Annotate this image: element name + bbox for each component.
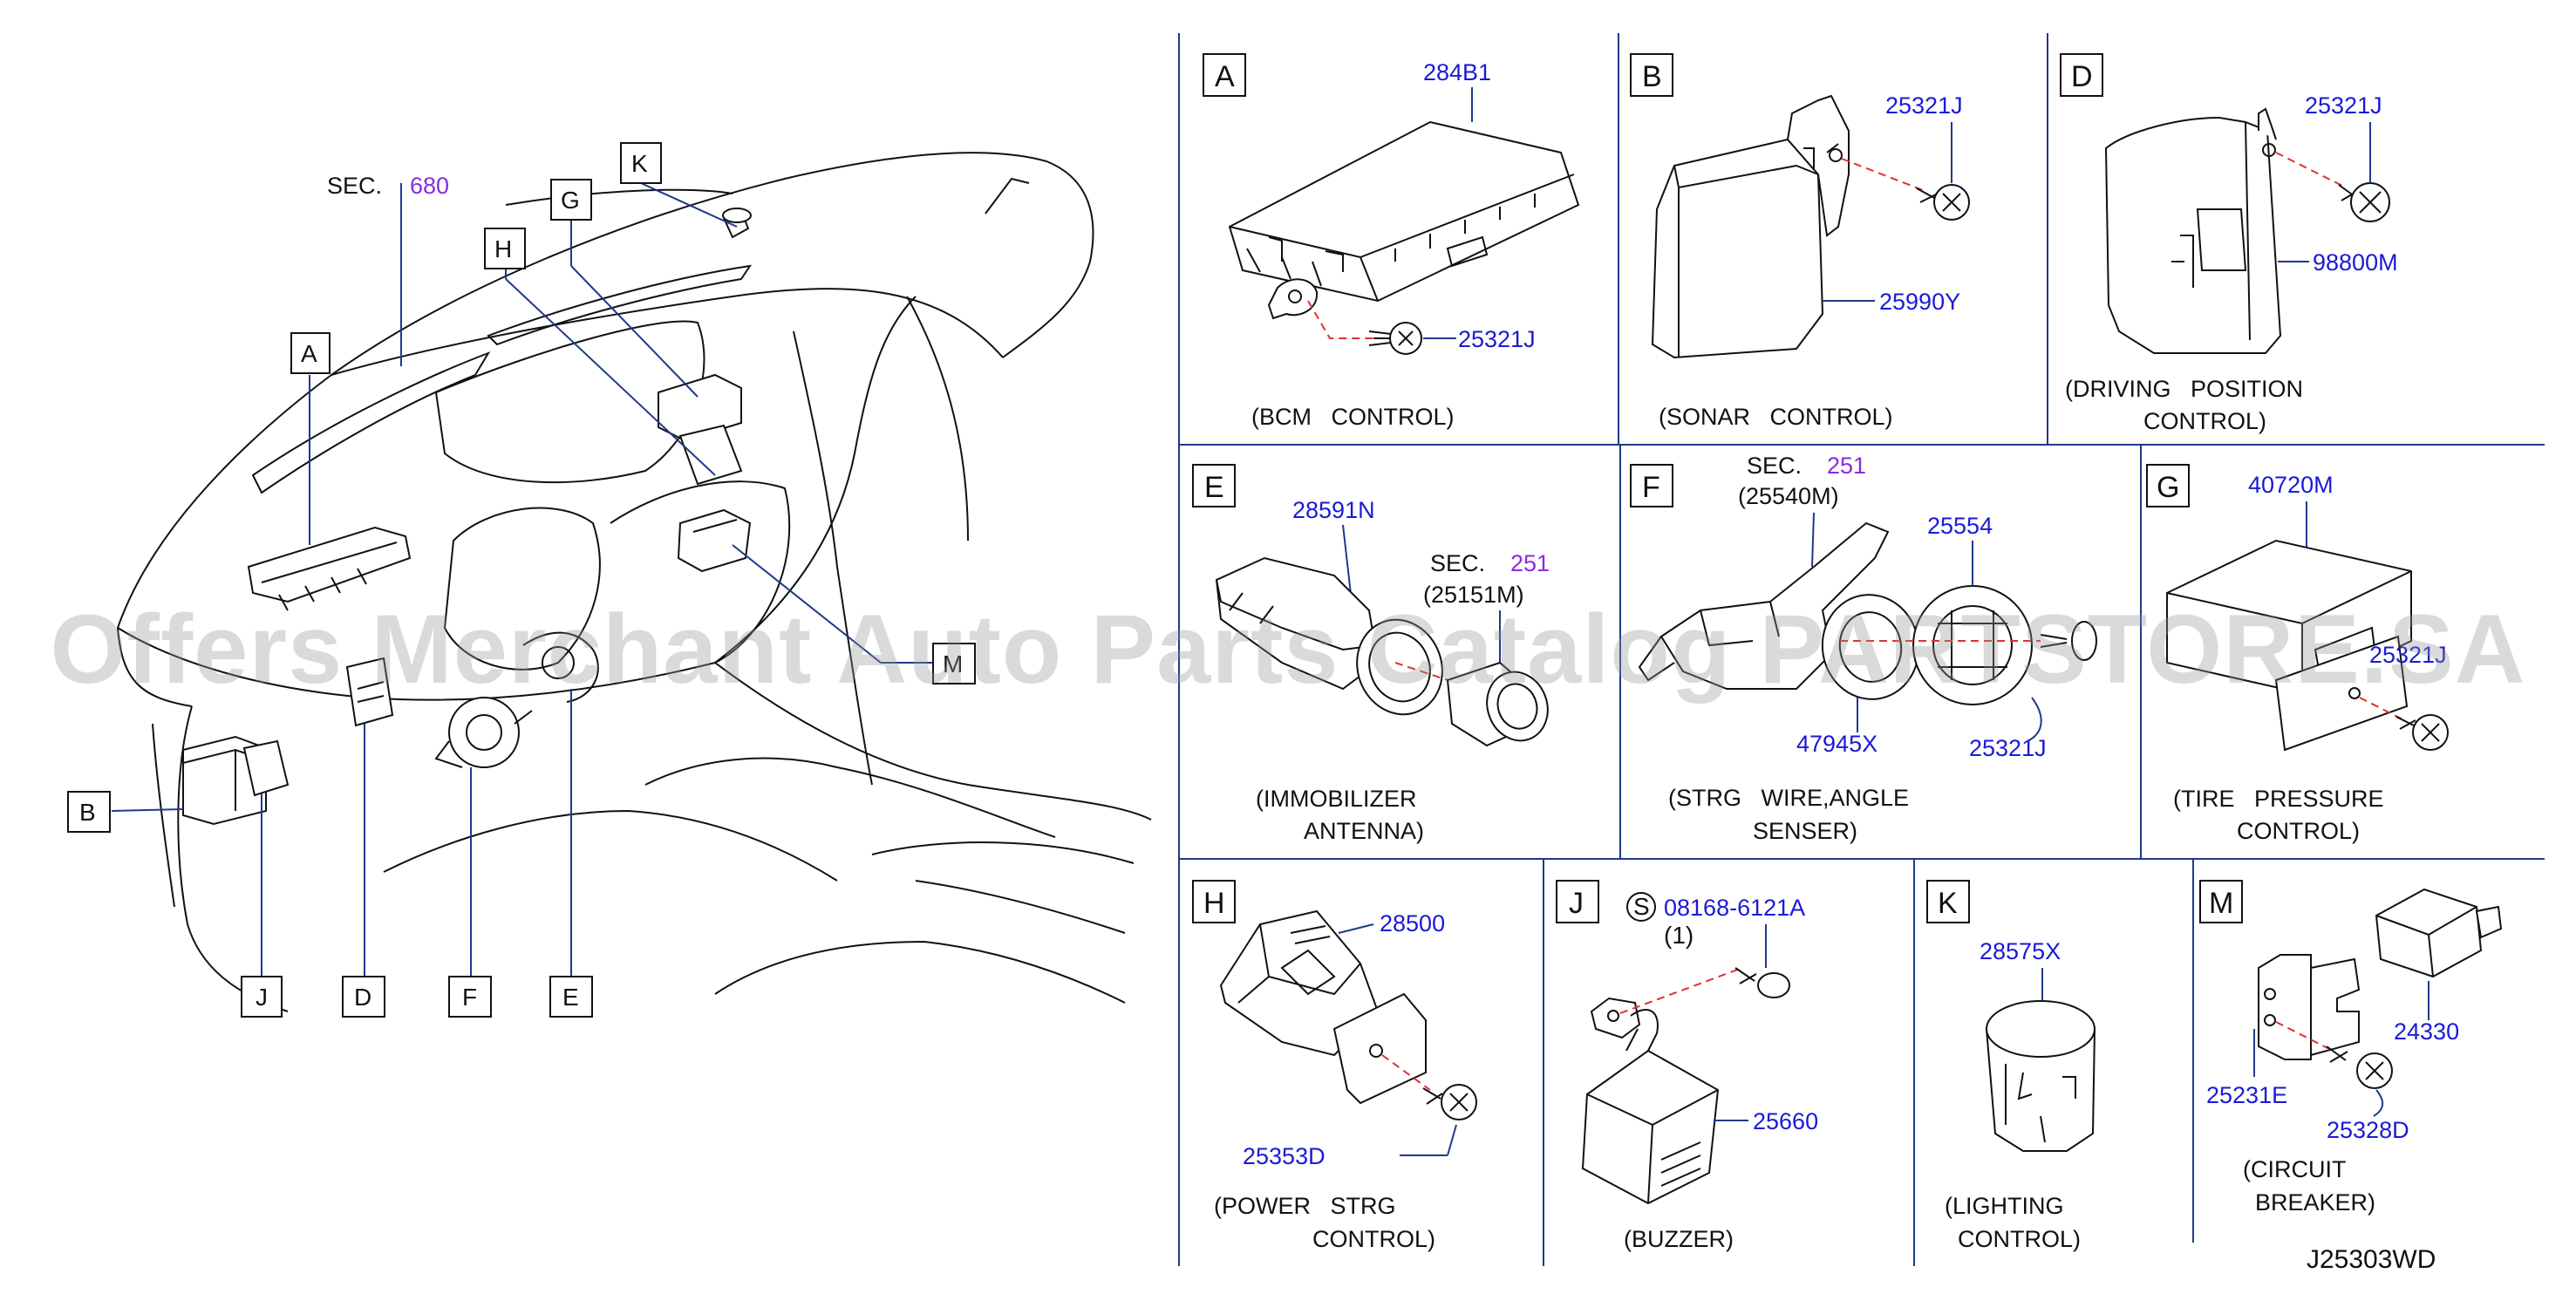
part-25990Y: 25990Y xyxy=(1879,289,1960,315)
part-25328D: 25328D xyxy=(2327,1117,2409,1143)
svg-text:(SONAR CONTROL): (SONAR CONTROL) xyxy=(1659,404,1893,430)
panel-M-circuit-breaker: M 24330 25231E 25328D (CIRCUIT BREAKER) xyxy=(2199,880,2503,1216)
svg-text:ANTENNA): ANTENNA) xyxy=(1304,818,1424,844)
qty-1: (1) xyxy=(1664,922,1693,949)
svg-text:H: H xyxy=(494,235,512,262)
panel-D-driving-position: D 25321J 98800M (DRIVING POSITION CONTRO… xyxy=(2060,53,2398,434)
panel-K-lighting: K 28575X (LIGHTING CONTROL) xyxy=(1926,880,2096,1252)
drawing-code: J25303WD xyxy=(2307,1245,2436,1274)
part-25321J-g: 25321J xyxy=(2369,642,2447,668)
svg-text:CONTROL): CONTROL) xyxy=(2143,408,2266,434)
part-28575X: 28575X xyxy=(1980,938,2061,964)
panel-A-caption: (BCM CONTROL) xyxy=(1251,404,1455,430)
svg-text:(DRIVING POSITION: (DRIVING POSITION xyxy=(2065,376,2303,402)
svg-text:(STRG WIRE,ANGLE: (STRG WIRE,ANGLE xyxy=(1668,785,1909,811)
part-25554: 25554 xyxy=(1927,513,1993,539)
callout-M: M xyxy=(932,643,976,684)
svg-text:G: G xyxy=(561,187,580,214)
svg-text:D: D xyxy=(354,984,371,1011)
sec-ref-25540M: (25540M) xyxy=(1738,483,1839,509)
part-25321J-f: 25321J xyxy=(1969,735,2047,761)
svg-text:SEC.: SEC. xyxy=(1747,453,1802,479)
svg-text:K: K xyxy=(631,150,648,177)
svg-text:G: G xyxy=(2157,471,2179,504)
panel-grid xyxy=(1178,33,2545,1266)
svg-text:CONTROL): CONTROL) xyxy=(1958,1226,2081,1252)
part-47945X: 47945X xyxy=(1796,731,1877,757)
callout-D: D xyxy=(342,976,385,1018)
panel-A-letter: A xyxy=(1215,60,1235,93)
svg-text:B: B xyxy=(79,799,96,826)
svg-text:M: M xyxy=(943,650,963,678)
callout-K: K xyxy=(620,142,662,184)
panel-B-sonar: B 25321J 25990Y (SONAR CONTROL) xyxy=(1630,53,1970,430)
svg-text:SEC.: SEC. xyxy=(327,173,382,199)
svg-text:(LIGHTING: (LIGHTING xyxy=(1945,1193,2064,1219)
svg-text:CONTROL): CONTROL) xyxy=(2237,818,2360,844)
panel-F-steering-wire: F SEC. 251 (25540M) 25554 47945X 25321J … xyxy=(1630,453,2097,844)
svg-text:251: 251 xyxy=(1827,453,1866,479)
svg-text:E: E xyxy=(1204,471,1224,504)
panel-E-immobilizer: E 28591N SEC. 251 (25151M) (IMMOBILIZER … xyxy=(1192,464,1550,844)
callout-E: E xyxy=(549,976,593,1018)
callout-B: B xyxy=(67,791,111,833)
part-08168-6121A: 08168-6121A xyxy=(1664,895,1805,921)
part-25321J-d: 25321J xyxy=(2305,92,2382,119)
part-40720M: 40720M xyxy=(2248,472,2334,498)
overview-sec-prefix: SEC. xyxy=(327,173,382,199)
part-25660: 25660 xyxy=(1753,1108,1818,1134)
svg-text:B: B xyxy=(1642,60,1662,93)
panel-J-buzzer: J S 08168-6121A (1) 25660 (BUZZER) xyxy=(1556,880,1818,1252)
panel-H-power-steering: H 28500 25353D (POWER STRG CONTROL) xyxy=(1192,880,1477,1252)
part-28500: 28500 xyxy=(1380,910,1445,936)
svg-text:(BUZZER): (BUZZER) xyxy=(1624,1226,1734,1252)
part-25353D: 25353D xyxy=(1243,1143,1325,1169)
svg-text:SEC.: SEC. xyxy=(1430,550,1485,576)
panel-A-bcm: A 284B1 25321J (BCM CONTROL) xyxy=(1203,53,1580,430)
svg-text:H: H xyxy=(1203,887,1225,920)
overview-sec-number: 680 xyxy=(410,173,449,199)
svg-text:J: J xyxy=(1569,887,1584,920)
sec-ref-25151M: (25151M) xyxy=(1423,582,1524,608)
part-98800M: 98800M xyxy=(2313,249,2398,276)
svg-text:E: E xyxy=(562,984,579,1011)
panel-G-tire-pressure: G 40720M 25321J (TIRE PRESSURE CONTROL) xyxy=(2146,464,2449,844)
screw-symbol: S xyxy=(1633,893,1650,920)
svg-text:CONTROL): CONTROL) xyxy=(1312,1226,1435,1252)
svg-text:K: K xyxy=(1938,887,1958,920)
svg-text:(POWER STRG: (POWER STRG xyxy=(1214,1193,1396,1219)
svg-text:J: J xyxy=(256,984,268,1011)
svg-text:(TIRE PRESSURE: (TIRE PRESSURE xyxy=(2173,786,2384,812)
svg-text:(CIRCUIT: (CIRCUIT xyxy=(2243,1156,2346,1182)
callout-J: J xyxy=(241,976,283,1018)
callout-A: A xyxy=(290,332,331,374)
part-24330: 24330 xyxy=(2394,1018,2459,1045)
callout-G: G xyxy=(550,179,592,221)
dashboard-overview: SEC. 680 A B D E F G H J K M xyxy=(67,142,1152,1018)
callout-F: F xyxy=(448,976,492,1018)
svg-text:M: M xyxy=(2209,887,2233,920)
svg-text:A: A xyxy=(301,340,317,367)
svg-text:(IMMOBILIZER: (IMMOBILIZER xyxy=(1256,786,1417,812)
part-25231E: 25231E xyxy=(2206,1082,2287,1108)
part-284B1: 284B1 xyxy=(1423,59,1491,85)
svg-text:251: 251 xyxy=(1510,550,1550,576)
part-25321J-a: 25321J xyxy=(1458,326,1536,352)
svg-text:F: F xyxy=(1642,471,1660,504)
svg-text:SENSER): SENSER) xyxy=(1753,818,1857,844)
part-28591N: 28591N xyxy=(1292,497,1375,523)
svg-text:D: D xyxy=(2071,60,2093,93)
part-25321J-b: 25321J xyxy=(1885,92,1963,119)
svg-text:BREAKER): BREAKER) xyxy=(2255,1189,2375,1216)
callout-H: H xyxy=(484,228,526,269)
svg-text:F: F xyxy=(462,984,477,1011)
